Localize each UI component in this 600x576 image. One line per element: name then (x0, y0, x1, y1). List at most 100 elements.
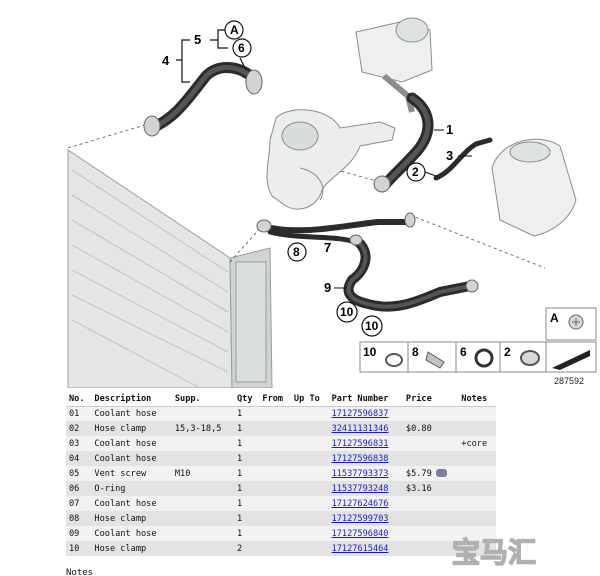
cell-price: $3.16 (402, 481, 459, 496)
cell-no: 09 (66, 526, 92, 541)
cell-no: 07 (66, 496, 92, 511)
cell-up-to (290, 436, 329, 451)
part-number-link[interactable]: 17127615464 (331, 543, 389, 554)
callout-7: 7 (324, 240, 331, 255)
cell-notes (458, 496, 496, 511)
cell-supp (171, 406, 234, 421)
cell-qty-text: 1 (236, 468, 243, 479)
cell-description: Hose clamp (91, 541, 172, 556)
callout-2: 2 (412, 165, 419, 179)
cell-description-text: Coolant hose (94, 498, 157, 509)
cell-price (402, 496, 459, 511)
cell-supp (171, 451, 234, 466)
cell-qty-text: 1 (236, 498, 243, 509)
cell-qty-text: 1 (236, 438, 243, 449)
cell-notes (458, 466, 496, 481)
callout-10a: 10 (340, 305, 354, 319)
hose-clamp-icon (385, 353, 403, 367)
cell-qty: 1 (233, 436, 260, 451)
cell-no-text: 05 (69, 468, 80, 479)
cell-from (259, 421, 291, 436)
cell-up-to (290, 511, 329, 526)
cell-price (402, 511, 459, 526)
cell-qty: 1 (233, 466, 260, 481)
cell-description-text: Coolant hose (94, 408, 157, 419)
cell-part-number: 32411131346 (328, 421, 403, 436)
callout-6: 6 (238, 41, 245, 55)
callout-10b: 10 (365, 319, 379, 333)
camera-icon[interactable] (435, 468, 447, 477)
cell-supp (171, 511, 234, 526)
cell-description: Coolant hose (91, 406, 172, 421)
callout-4: 4 (162, 53, 170, 68)
radiator-drawing (67, 149, 273, 388)
cell-from (259, 451, 291, 466)
cell-from (259, 496, 291, 511)
legend-label-6: 6 (460, 345, 467, 359)
part-number-link[interactable]: 11537793248 (331, 483, 389, 494)
cell-no: 03 (66, 436, 92, 451)
part-number-link[interactable]: 17127624676 (331, 498, 389, 509)
spring-clamp-icon (425, 351, 445, 369)
callout-3: 3 (446, 148, 453, 163)
o-ring-icon (474, 348, 494, 368)
cell-no: 02 (66, 421, 92, 436)
cell-qty: 1 (233, 451, 260, 466)
part-number-link[interactable]: 32411131346 (331, 423, 389, 434)
part-number-link[interactable]: 17127596831 (331, 438, 389, 449)
cell-from (259, 526, 291, 541)
cell-up-to (290, 481, 329, 496)
cell-description: Coolant hose (91, 451, 172, 466)
hoses (146, 62, 493, 312)
cell-qty: 2 (233, 541, 260, 556)
cell-no: 05 (66, 466, 92, 481)
part-number-link[interactable]: 17127596840 (331, 528, 389, 539)
diagram-reference: 287592 (554, 376, 585, 386)
cell-part-number: 11537793373 (328, 466, 403, 481)
cell-up-to (290, 541, 329, 556)
cell-from (259, 466, 291, 481)
cell-price: $0.80 (402, 421, 459, 436)
cell-qty-text: 1 (236, 423, 243, 434)
watermark-text: 宝马汇 (452, 536, 536, 568)
cell-no: 10 (66, 541, 92, 556)
col-qty: Qty (233, 392, 260, 407)
cell-qty-text: 1 (236, 483, 243, 494)
cell-notes (458, 406, 496, 421)
col-from: From (259, 392, 291, 407)
col-no: No. (66, 392, 92, 407)
bracket-4-5 (176, 29, 247, 83)
part-number-link[interactable]: 17127596837 (331, 408, 389, 419)
cell-supp (171, 541, 234, 556)
legend-label-10: 10 (363, 345, 377, 359)
cell-from (259, 436, 291, 451)
table-header-row: No. Description Supp. Qty From Up To Par… (66, 392, 496, 407)
callout-8: 8 (293, 245, 300, 259)
cell-description: Vent screw (91, 466, 172, 481)
cell-qty: 1 (233, 526, 260, 541)
cell-qty: 1 (233, 481, 260, 496)
cell-part-number: 17127599703 (328, 511, 403, 526)
part-number-link[interactable]: 17127596838 (331, 453, 389, 464)
cell-supp-text: M10 (174, 468, 191, 479)
cell-price (402, 436, 459, 451)
expansion-tank-right (491, 138, 577, 237)
cell-price-text: $0.80 (405, 423, 432, 434)
cell-no: 01 (66, 406, 92, 421)
notes-heading: Notes (66, 568, 94, 576)
cell-notes (458, 526, 496, 541)
part-number-link[interactable]: 17127599703 (331, 513, 389, 524)
cell-no-text: 06 (69, 483, 80, 494)
parts-legend: A 10 8 6 2 (359, 307, 597, 373)
callout-1: 1 (446, 122, 453, 137)
cell-notes-text: +core (461, 438, 488, 449)
part-number-link[interactable]: 11537793373 (331, 468, 389, 479)
cell-price (402, 406, 459, 421)
